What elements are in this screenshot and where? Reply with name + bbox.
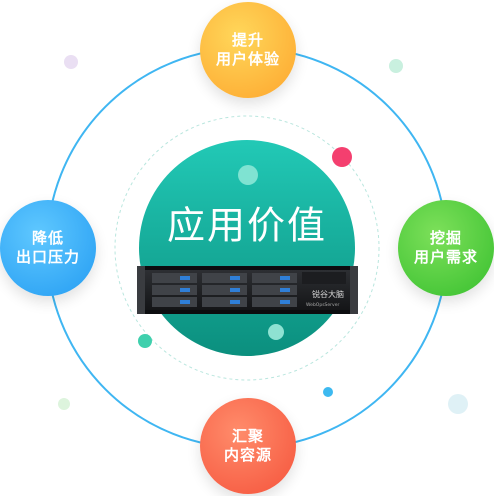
decor-dot [332, 147, 352, 167]
decor-dot [268, 324, 284, 340]
node-label-line1: 汇聚 [231, 427, 264, 446]
center-title: 应用价值 [166, 203, 328, 248]
node-label-line1: 降低 [31, 229, 64, 248]
decor-dot [238, 165, 258, 185]
decor-dot [448, 394, 468, 414]
decor-dot [138, 334, 152, 348]
inner-dashed-ring [114, 115, 380, 381]
node-improve-user-experience: 提升 用户体验 [200, 2, 296, 98]
drive-bays [152, 273, 297, 307]
node-reduce-egress-pressure: 降低 出口压力 [0, 200, 96, 296]
rack-server-image: 锐谷大脑 WebOpsServer [137, 266, 358, 314]
node-mine-user-demand: 挖掘 用户需求 [398, 200, 494, 296]
decor-dot [389, 59, 403, 73]
node-label-line2: 用户需求 [413, 248, 478, 266]
server-sub-label: WebOpsServer [306, 302, 339, 308]
decor-dot [64, 55, 78, 69]
decor-dot [58, 398, 70, 410]
node-label-line2: 出口压力 [15, 248, 80, 266]
decor-dot [323, 387, 333, 397]
node-label-line1: 挖掘 [429, 229, 462, 248]
node-aggregate-content-sources: 汇聚 内容源 [200, 398, 296, 494]
node-label-line2: 内容源 [223, 446, 272, 464]
node-label-line2: 用户体验 [215, 50, 280, 68]
server-brand-label: 锐谷大脑 [312, 289, 344, 299]
node-label-line1: 提升 [231, 31, 264, 50]
